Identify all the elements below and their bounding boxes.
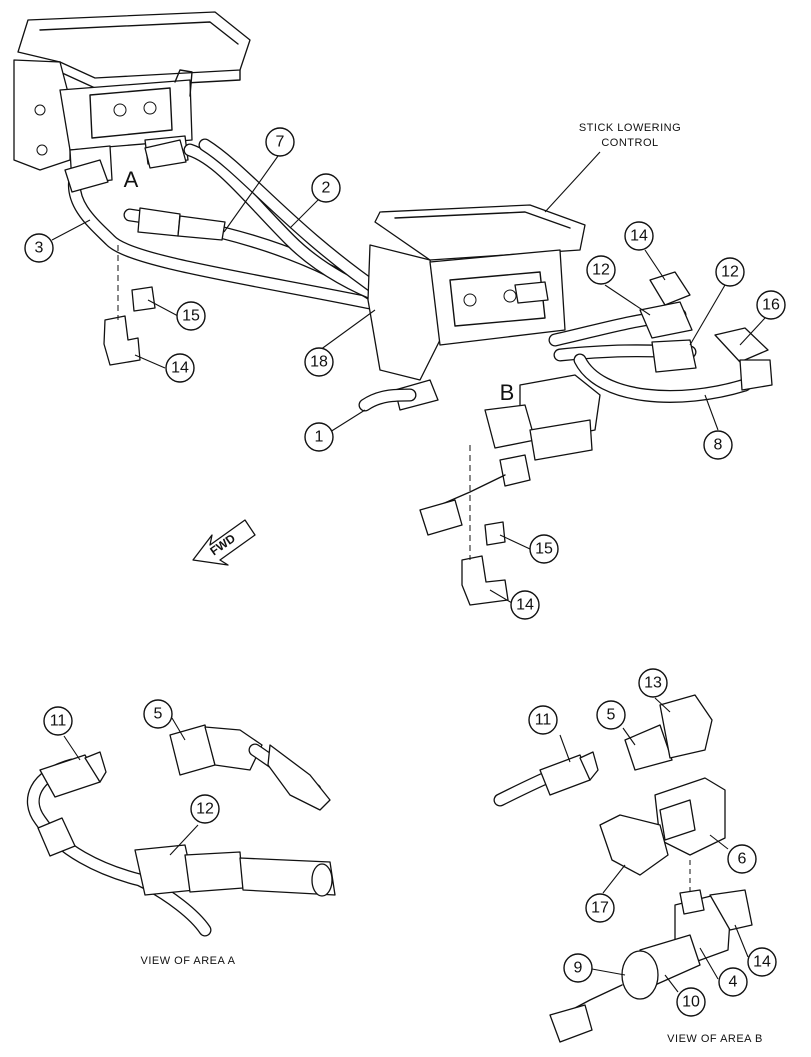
callout-13: 13: [638, 668, 668, 698]
loose-fittings-center: [461, 521, 509, 606]
hose-group-a: [64, 138, 397, 312]
view-area-b: [493, 694, 753, 1043]
svg-text:14: 14: [753, 954, 771, 971]
callout-9: 9: [563, 953, 593, 983]
svg-text:7: 7: [276, 134, 285, 151]
callout-12-view-a: 12: [190, 794, 220, 824]
callout-6: 6: [727, 844, 757, 874]
valve-block-b: [358, 374, 601, 536]
callout-8: 8: [703, 430, 733, 460]
callout-5-view-a: 5: [143, 699, 173, 729]
area-a-marker: A: [124, 167, 139, 192]
callout-12-b: 12: [715, 257, 745, 287]
callout-11-view-a: 11: [43, 706, 73, 736]
svg-text:16: 16: [762, 297, 780, 314]
svg-text:12: 12: [592, 262, 610, 279]
svg-text:9: 9: [574, 960, 583, 977]
callout-16: 16: [756, 290, 786, 320]
callout-2: 2: [311, 173, 341, 203]
svg-text:18: 18: [310, 354, 328, 371]
stick-lowering-leader: [544, 151, 601, 213]
stick-lowering-label-line1: STICK LOWERING: [579, 122, 681, 134]
svg-text:12: 12: [196, 801, 214, 818]
callout-4: 4: [718, 967, 748, 997]
callout-7: 7: [265, 127, 295, 157]
svg-text:14: 14: [516, 597, 534, 614]
callout-bubbles: 7 2 3 15 14 18 1 14 12 12 16 8 15 14 11 …: [24, 127, 786, 1017]
loose-fittings-left: [103, 286, 156, 366]
svg-text:11: 11: [50, 713, 67, 730]
svg-text:14: 14: [630, 228, 648, 245]
svg-text:5: 5: [154, 706, 163, 723]
svg-text:10: 10: [682, 994, 700, 1011]
view-area-a: [26, 724, 336, 937]
callout-15-center: 15: [529, 534, 559, 564]
svg-text:13: 13: [644, 675, 662, 692]
callout-11-view-b: 11: [528, 705, 558, 735]
callout-14-top: 14: [624, 221, 654, 251]
svg-text:6: 6: [738, 851, 747, 868]
callout-12-a: 12: [586, 255, 616, 285]
svg-text:15: 15: [182, 308, 200, 325]
stick-lowering-label-line2: CONTROL: [601, 137, 658, 149]
callout-leaders: [51, 155, 766, 993]
center-console-bracket: [367, 204, 586, 381]
svg-text:17: 17: [591, 900, 609, 917]
callout-15-left: 15: [176, 301, 206, 331]
svg-text:2: 2: [322, 180, 331, 197]
svg-text:12: 12: [721, 264, 739, 281]
svg-text:4: 4: [729, 974, 738, 991]
svg-text:15: 15: [535, 541, 553, 558]
main-assembly: [13, 11, 773, 606]
callout-5-view-b: 5: [596, 700, 626, 730]
svg-text:8: 8: [714, 437, 723, 454]
callout-1: 1: [304, 422, 334, 452]
callout-14-left: 14: [165, 353, 195, 383]
callout-14-view-b: 14: [747, 947, 777, 977]
svg-text:14: 14: [171, 360, 189, 377]
fwd-arrow: FWD: [192, 519, 256, 566]
callout-17: 17: [585, 893, 615, 923]
callout-10: 10: [676, 987, 706, 1017]
view-area-a-caption: VIEW OF AREA A: [140, 955, 235, 967]
svg-text:5: 5: [607, 707, 616, 724]
svg-text:3: 3: [35, 240, 44, 257]
view-area-b-caption: VIEW OF AREA B: [667, 1033, 763, 1045]
callout-3: 3: [24, 233, 54, 263]
hose-group-right: [548, 271, 773, 403]
svg-text:11: 11: [535, 712, 552, 729]
callout-14-center: 14: [510, 590, 540, 620]
callout-18: 18: [304, 347, 334, 377]
svg-text:1: 1: [315, 429, 324, 446]
area-b-marker: B: [500, 380, 515, 405]
